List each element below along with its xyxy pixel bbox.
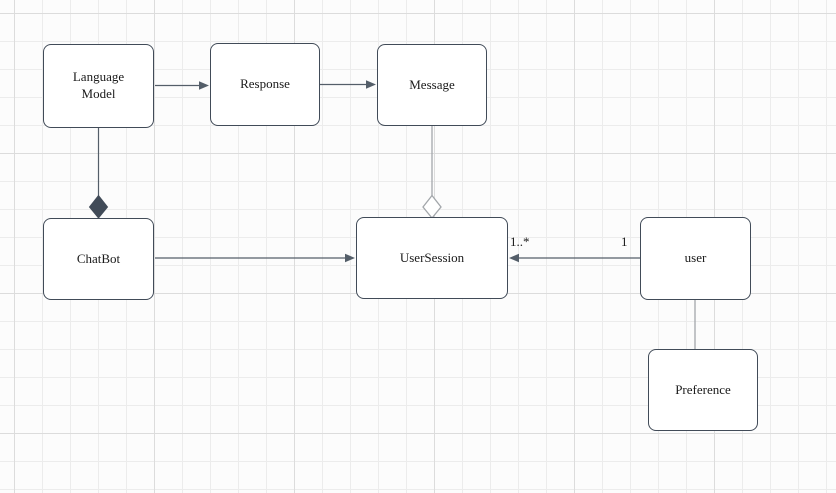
node-response[interactable]: Response (210, 43, 320, 126)
node-label: ChatBot (76, 250, 121, 266)
node-chatbot[interactable]: ChatBot (43, 218, 154, 300)
node-label: Preference (675, 381, 731, 397)
node-usersession[interactable]: UserSession (356, 217, 508, 299)
arrowhead-icon (366, 80, 376, 89)
edge-message-usersession (422, 126, 442, 220)
arrowhead-icon (199, 81, 209, 90)
arrowhead-icon (345, 253, 355, 263)
aggregation-diamond-icon (422, 194, 442, 220)
multiplicity-label-usersession: 1..* (510, 234, 530, 249)
node-label: Message (409, 76, 455, 92)
node-label: Response (240, 76, 290, 92)
node-preference[interactable]: Preference (648, 349, 758, 431)
node-user[interactable]: user (640, 217, 751, 300)
node-message[interactable]: Message (377, 44, 487, 126)
composition-diamond-icon (88, 194, 109, 219)
node-label: UserSession (399, 249, 465, 265)
edge-user-usersession (509, 253, 640, 263)
multiplicity-label-user: 1 (621, 234, 628, 249)
edge-response-message (320, 80, 376, 89)
edge-languagemodel-chatbot (88, 128, 109, 219)
node-label: user (684, 250, 707, 266)
arrowhead-icon (509, 253, 519, 263)
node-language-model[interactable]: Language Model (43, 44, 154, 128)
edge-chatbot-usersession (155, 253, 355, 263)
edge-languagemodel-response (155, 81, 209, 90)
node-label: Language Model (72, 69, 125, 101)
